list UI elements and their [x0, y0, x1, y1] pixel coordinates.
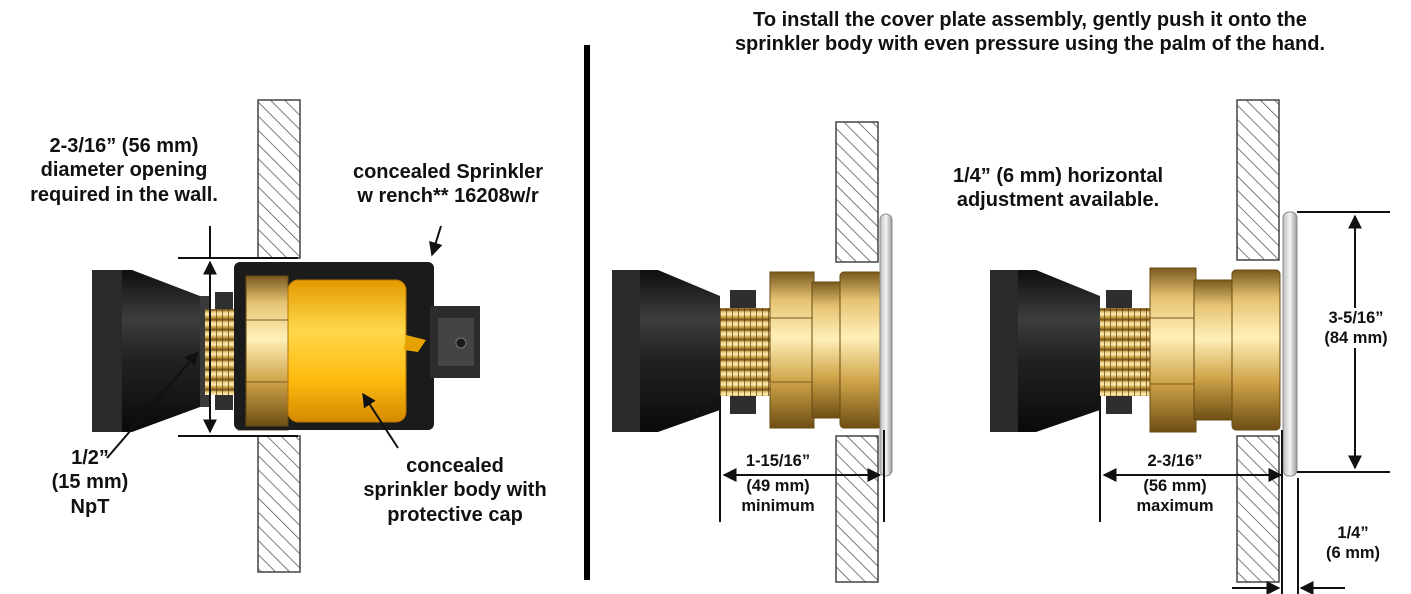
right-wall-top: [1236, 99, 1280, 261]
min-dimension-label: 1-15/16” (49 mm) minimum: [726, 451, 830, 516]
body-line-2: sprinkler body with: [363, 479, 547, 502]
max-dimension-label: 2-3/16” (56 mm) maximum: [1120, 451, 1230, 516]
min-assembly: [612, 121, 893, 583]
gap-line-1: 1/4”: [1337, 524, 1369, 542]
wrench-label: concealed Sprinkler w rench** 16208w/r: [318, 160, 578, 209]
left-assembly: [92, 99, 480, 573]
min-line-1: 1-15/16”: [745, 452, 811, 470]
max-line-1: 2-3/16”: [1147, 452, 1203, 470]
opening-line-3: required in the wall.: [30, 183, 218, 206]
body-label: concealed sprinkler body with protective…: [330, 454, 580, 527]
left-wall-top: [257, 99, 301, 259]
body-line-1: concealed: [406, 455, 504, 477]
adjustment-line-1: 1/4” (6 mm) horizontal: [952, 165, 1164, 187]
header-instruction: To install the cover plate assembly, gen…: [650, 8, 1410, 57]
opening-label: 2-3/16” (56 mm) diameter opening require…: [0, 134, 248, 207]
mid-cover-plate: [879, 213, 893, 477]
plate-line-1: 3-5/16”: [1328, 309, 1384, 327]
gap-line-2: (6 mm): [1325, 544, 1381, 563]
gap-label: 1/4” (6 mm): [1308, 523, 1398, 563]
header-line-1: To install the cover plate assembly, gen…: [753, 9, 1307, 31]
mid-wall-top: [835, 121, 879, 263]
npt-line-3: NpT: [70, 495, 110, 518]
min-line-3: minimum: [741, 497, 815, 516]
opening-line-1: 2-3/16” (56 mm): [49, 135, 199, 157]
npt-line-1: 1/2”: [71, 447, 109, 469]
plate-line-2: (84 mm): [1324, 329, 1388, 348]
npt-label: 1/2” (15 mm) NpT: [30, 446, 150, 519]
protective-cap: [287, 279, 407, 423]
opening-line-2: diameter opening: [40, 159, 208, 182]
right-cover-plate: [1282, 211, 1298, 477]
mid-wall-bottom: [835, 435, 879, 583]
left-wall-bottom: [257, 435, 301, 573]
max-assembly: [990, 99, 1390, 594]
wrench-line-2: w rench** 16208w/r: [357, 185, 539, 208]
body-line-3: protective cap: [387, 503, 523, 526]
min-line-2: (49 mm): [746, 477, 810, 496]
plate-diameter-label: 3-5/16” (84 mm): [1306, 308, 1406, 349]
max-line-2: (56 mm): [1143, 477, 1207, 496]
adjustment-line-2: adjustment available.: [956, 189, 1160, 212]
max-line-3: maximum: [1136, 497, 1214, 516]
wrench-line-1: concealed Sprinkler: [352, 161, 544, 183]
right-wall-bottom: [1236, 435, 1280, 583]
header-line-2: sprinkler body with even pressure using …: [734, 33, 1326, 56]
npt-line-2: (15 mm): [51, 471, 129, 494]
adjustment-label: 1/4” (6 mm) horizontal adjustment availa…: [898, 164, 1218, 213]
